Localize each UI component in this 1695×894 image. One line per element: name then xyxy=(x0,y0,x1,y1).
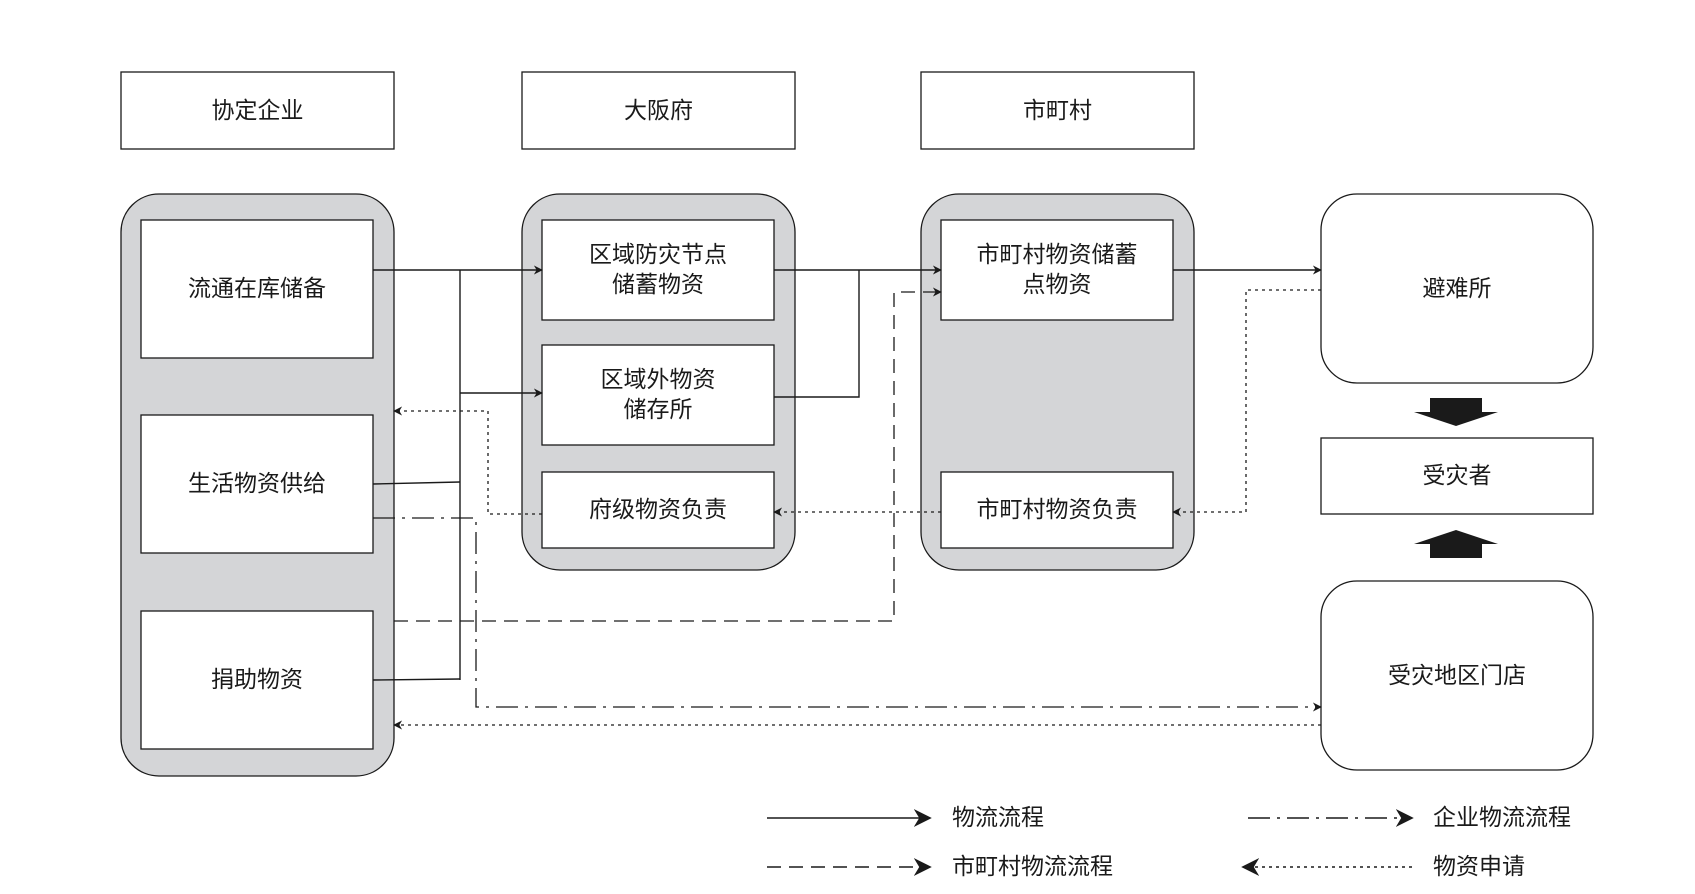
box-local-stores xyxy=(1320,580,1594,771)
municipal-flow-lines xyxy=(394,287,942,622)
box-muni-storage xyxy=(940,219,1174,321)
node-muni-responsible: 市町村物资负责 xyxy=(976,497,1138,523)
block-arrow-up xyxy=(1414,530,1498,558)
enterprise-flow-lines xyxy=(373,517,1322,712)
box-donations xyxy=(140,610,374,750)
node-victims: 受灾者 xyxy=(1422,463,1492,489)
legend-label-enterprise: 企业物流流程 xyxy=(1433,805,1571,831)
header-box-prefecture xyxy=(521,71,796,150)
box-victims xyxy=(1320,437,1594,515)
node-living-supply: 生活物资供给 xyxy=(188,471,326,497)
header-municipality: 市町村 xyxy=(1023,97,1092,124)
legend-label-logistics: 物流流程 xyxy=(952,805,1044,831)
legend-label-municipal: 市町村物流流程 xyxy=(952,854,1113,880)
node-circulation-stock: 流通在库储备 xyxy=(188,276,326,302)
header-box-enterprise xyxy=(120,71,395,150)
header-prefecture: 大阪府 xyxy=(624,97,693,124)
box-circulation-stock xyxy=(140,219,374,359)
node-regional-node: 区域防灾节点 储蓄物资 xyxy=(589,242,727,298)
node-local-stores: 受灾地区门店 xyxy=(1388,662,1526,689)
node-donations: 捐助物资 xyxy=(211,667,303,693)
node-pref-responsible: 府级物资负责 xyxy=(589,497,727,523)
node-outside-storage: 区域外物资 储存所 xyxy=(600,367,716,423)
legend-samples xyxy=(767,809,1414,876)
request-flow-lines xyxy=(393,289,1321,730)
box-muni-responsible xyxy=(940,471,1174,549)
header-enterprise: 协定企业 xyxy=(211,97,304,124)
box-pref-responsible xyxy=(541,471,775,549)
box-shelter xyxy=(1320,193,1594,384)
node-muni-storage: 市町村物资储蓄 点物资 xyxy=(976,242,1138,298)
box-regional-node xyxy=(541,219,775,321)
box-living-supply xyxy=(140,414,374,554)
header-box-municipality xyxy=(920,71,1195,150)
box-outside-storage xyxy=(541,344,775,446)
legend-label-request: 物资申请 xyxy=(1433,854,1525,880)
block-arrow-down xyxy=(1414,398,1498,426)
logistics-flow-lines xyxy=(372,265,1322,681)
node-shelter: 避难所 xyxy=(1422,275,1492,302)
